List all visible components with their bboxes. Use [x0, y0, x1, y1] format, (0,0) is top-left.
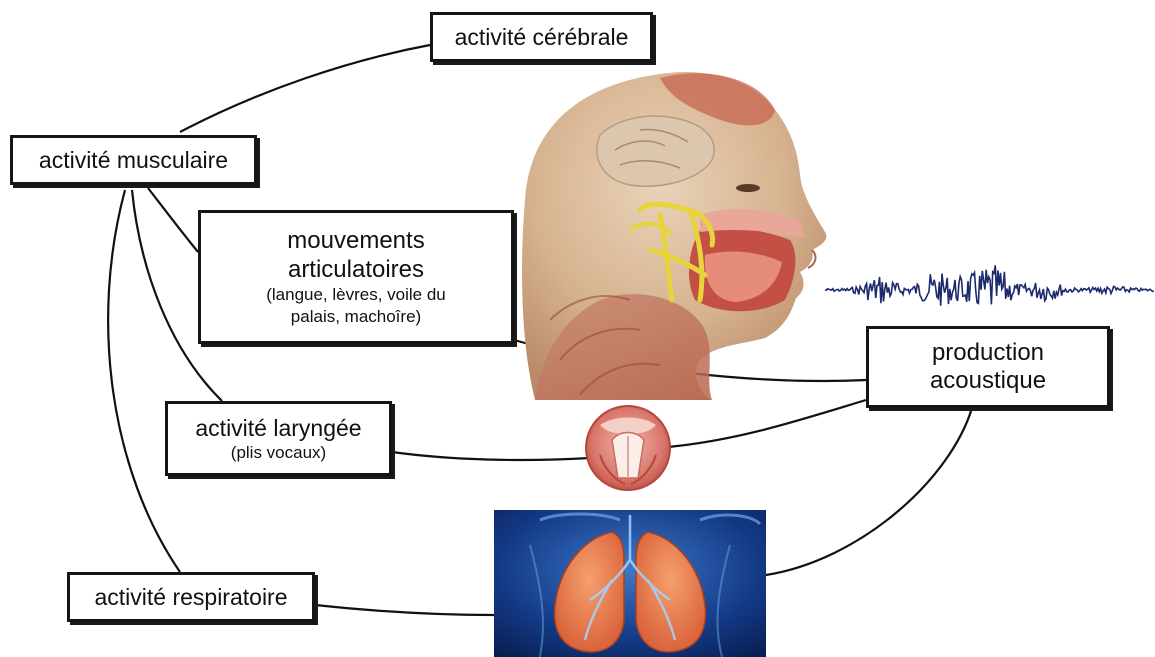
link-musculaire-articulatoires: [148, 188, 198, 252]
node-production-acoustique: production acoustique: [866, 326, 1110, 408]
link-respiratoire-lungs: [315, 605, 494, 615]
node-activite-cerebrale: activité cérébrale: [430, 12, 653, 62]
acoustic-waveform: [825, 265, 1154, 305]
link-musculaire-respiratoire: [108, 190, 180, 572]
link-acoustique-lungs: [766, 408, 972, 575]
larynx-illustration: [586, 406, 670, 490]
node-label-line1: production: [932, 339, 1044, 367]
node-activite-respiratoire: activité respiratoire: [67, 572, 315, 622]
link-larynx-acoustique: [668, 400, 866, 447]
node-mouvements-articulatoires: mouvements articulatoires (langue, lèvre…: [198, 210, 514, 344]
lungs-illustration: [494, 510, 766, 657]
node-activite-musculaire: activité musculaire: [10, 135, 257, 185]
node-detail-line2: palais, machoîre): [291, 306, 421, 328]
link-laryngee-larynx: [392, 452, 590, 460]
head-anatomy-illustration: [522, 72, 826, 400]
node-detail-line1: (langue, lèvres, voile du: [266, 284, 446, 306]
node-label: activité musculaire: [39, 146, 228, 174]
link-musculaire-cerebrale: [180, 45, 430, 132]
node-label-line1: mouvements: [287, 226, 424, 255]
node-detail: (plis vocaux): [231, 442, 326, 464]
node-label: activité respiratoire: [94, 583, 287, 611]
node-label-line2: articulatoires: [288, 255, 424, 284]
node-label: activité laryngée: [195, 414, 361, 442]
node-label-line2: acoustique: [930, 367, 1046, 395]
node-activite-laryngee: activité laryngée (plis vocaux): [165, 401, 392, 476]
node-label: activité cérébrale: [455, 23, 629, 51]
